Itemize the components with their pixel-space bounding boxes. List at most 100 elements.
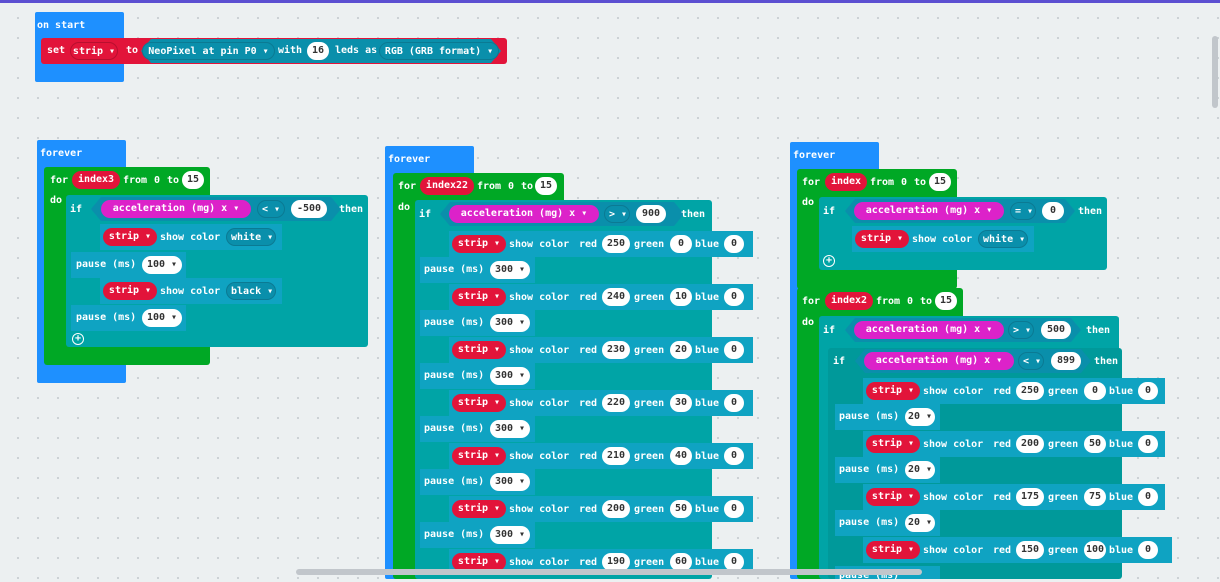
- strip-reporter[interactable]: strip ▾: [452, 500, 506, 518]
- acceleration-x-reporter-3c[interactable]: acceleration (mg) x ▾: [864, 352, 1014, 370]
- blue-input[interactable]: 0: [1138, 541, 1158, 559]
- strip-reporter[interactable]: strip ▾: [452, 447, 506, 465]
- red-input[interactable]: 190: [602, 553, 630, 571]
- strip-reporter[interactable]: strip ▾: [452, 341, 506, 359]
- blue-input[interactable]: 0: [724, 447, 744, 465]
- red-input[interactable]: 250: [602, 235, 630, 253]
- pause-input[interactable]: 300 ▾: [490, 526, 530, 544]
- strip-reporter[interactable]: strip ▾: [452, 235, 506, 253]
- loop-end-input-3b[interactable]: 15: [935, 292, 957, 310]
- blue-input[interactable]: 0: [724, 288, 744, 306]
- leds-count-input[interactable]: 16: [307, 42, 329, 60]
- strip-reporter[interactable]: strip ▾: [866, 488, 920, 506]
- strip-variable-dropdown[interactable]: strip ▾: [70, 42, 118, 60]
- blue-input[interactable]: 0: [724, 341, 744, 359]
- red-input[interactable]: 230: [602, 341, 630, 359]
- rgb-mode-dropdown[interactable]: RGB (GRB format) ▾: [379, 42, 499, 60]
- pause-input[interactable]: 300 ▾: [490, 367, 530, 385]
- green-input[interactable]: 0: [670, 235, 692, 253]
- strip-reporter[interactable]: strip ▾: [452, 553, 506, 571]
- blue-input[interactable]: 0: [724, 394, 744, 412]
- show-color-label-1a: show color: [160, 232, 221, 243]
- red-input[interactable]: 240: [602, 288, 630, 306]
- red-input[interactable]: 250: [1016, 382, 1044, 400]
- loop-var-index[interactable]: index: [825, 173, 867, 191]
- red-input[interactable]: 175: [1016, 488, 1044, 506]
- green-input[interactable]: 50: [670, 500, 692, 518]
- red-input[interactable]: 220: [602, 394, 630, 412]
- green-input[interactable]: 0: [1084, 382, 1106, 400]
- add-else-icon-1[interactable]: +: [72, 333, 84, 345]
- pause-input[interactable]: 300 ▾: [490, 473, 530, 491]
- loop-var-index22[interactable]: index22: [420, 177, 474, 195]
- operator-dropdown-3a[interactable]: = ▾: [1010, 202, 1036, 220]
- acceleration-x-reporter-1[interactable]: acceleration (mg) x ▾: [101, 200, 251, 218]
- green-input[interactable]: 50: [1084, 435, 1106, 453]
- color-dropdown-3-white[interactable]: white ▾: [978, 230, 1028, 248]
- compare-value-3c[interactable]: 899: [1051, 352, 1081, 370]
- loop-end-input-1[interactable]: 15: [182, 171, 204, 189]
- green-input[interactable]: 100: [1084, 541, 1106, 559]
- strip-reporter[interactable]: strip ▾: [866, 382, 920, 400]
- blue-input[interactable]: 0: [724, 553, 744, 571]
- red-input[interactable]: 200: [1016, 435, 1044, 453]
- green-input[interactable]: 30: [670, 394, 692, 412]
- strip-reporter-1a[interactable]: strip ▾: [103, 228, 157, 246]
- loop-end-input-2[interactable]: 15: [535, 177, 557, 195]
- operator-dropdown-1[interactable]: < ▾: [257, 200, 285, 218]
- acceleration-x-reporter-3b[interactable]: acceleration (mg) x ▾: [854, 321, 1004, 339]
- acceleration-x-reporter-3a[interactable]: acceleration (mg) x ▾: [854, 202, 1004, 220]
- show-color-label: show color: [509, 398, 570, 409]
- strip-reporter-1b[interactable]: strip ▾: [103, 282, 157, 300]
- green-input[interactable]: 60: [670, 553, 692, 571]
- horizontal-scrollbar[interactable]: [296, 569, 922, 575]
- strip-reporter[interactable]: strip ▾: [866, 435, 920, 453]
- compare-value-3a[interactable]: 0: [1042, 202, 1064, 220]
- blue-input[interactable]: 0: [724, 235, 744, 253]
- show-color-label-1b: show color: [160, 286, 221, 297]
- red-input[interactable]: 150: [1016, 541, 1044, 559]
- pause-input[interactable]: 20 ▾: [905, 461, 935, 479]
- green-input[interactable]: 10: [670, 288, 692, 306]
- neopixel-pin-dropdown[interactable]: NeoPixel at pin P0 ▾: [142, 42, 275, 60]
- loop-var-index3[interactable]: index3: [72, 171, 120, 189]
- pause-input[interactable]: 20 ▾: [905, 408, 935, 426]
- for-label-2: for: [398, 181, 417, 192]
- vertical-scrollbar[interactable]: [1212, 36, 1218, 108]
- compare-value-3b[interactable]: 500: [1041, 321, 1071, 339]
- green-input[interactable]: 20: [670, 341, 692, 359]
- acceleration-x-reporter-2[interactable]: acceleration (mg) x ▾: [449, 205, 599, 223]
- blue-input[interactable]: 0: [1138, 382, 1158, 400]
- pause-input[interactable]: 20 ▾: [905, 514, 935, 532]
- pause-input-1b[interactable]: 100 ▾: [142, 309, 182, 327]
- green-input[interactable]: 40: [670, 447, 692, 465]
- pause-input[interactable]: 300 ▾: [490, 420, 530, 438]
- loop-end-input-3a[interactable]: 15: [929, 173, 951, 191]
- loop-var-index2[interactable]: index2: [825, 292, 873, 310]
- compare-value-2[interactable]: 900: [636, 205, 666, 223]
- color-dropdown-black[interactable]: black ▾: [226, 282, 276, 300]
- operator-dropdown-3b[interactable]: > ▾: [1008, 321, 1034, 339]
- show-color-label: show color: [509, 504, 570, 515]
- blue-input[interactable]: 0: [1138, 435, 1158, 453]
- color-dropdown-white[interactable]: white ▾: [226, 228, 276, 246]
- compare-value-1[interactable]: -500: [291, 200, 327, 218]
- red-label: red: [993, 439, 1012, 450]
- green-input[interactable]: 75: [1084, 488, 1106, 506]
- blue-input[interactable]: 0: [1138, 488, 1158, 506]
- blue-input[interactable]: 0: [724, 500, 744, 518]
- strip-reporter[interactable]: strip ▾: [452, 394, 506, 412]
- operator-dropdown-2[interactable]: > ▾: [604, 205, 630, 223]
- green-label: green: [634, 292, 665, 303]
- strip-reporter[interactable]: strip ▾: [452, 288, 506, 306]
- pause-input-1a[interactable]: 100 ▾: [142, 256, 182, 274]
- operator-dropdown-3c[interactable]: < ▾: [1018, 352, 1044, 370]
- add-else-icon-3[interactable]: +: [823, 255, 835, 267]
- pause-input[interactable]: 300 ▾: [490, 261, 530, 279]
- strip-reporter[interactable]: strip ▾: [866, 541, 920, 559]
- red-input[interactable]: 210: [602, 447, 630, 465]
- strip-reporter-3a[interactable]: strip ▾: [855, 230, 909, 248]
- red-input[interactable]: 200: [602, 500, 630, 518]
- with-label: with: [278, 45, 303, 56]
- pause-input[interactable]: 300 ▾: [490, 314, 530, 332]
